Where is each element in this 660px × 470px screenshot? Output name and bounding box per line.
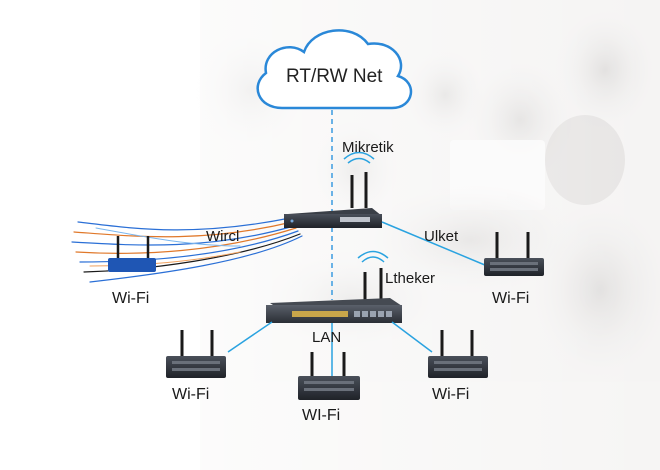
access-point-bottom-center <box>298 352 360 400</box>
access-point-bottom-right <box>428 330 488 378</box>
wifi-label-bottom-right: Wi-Fi <box>432 386 470 403</box>
lan-line-left <box>227 321 273 353</box>
switch-label: Ltheker <box>385 270 436 287</box>
uplink-line <box>381 221 493 269</box>
wifi-label-right: Wi-Fi <box>492 290 530 307</box>
lan-label: LAN <box>312 329 342 346</box>
access-point-bottom-left <box>166 330 226 378</box>
wifi-label-bottom-center: WI-Fi <box>302 407 341 424</box>
mikrotik-router <box>284 151 382 228</box>
cloud-label: RT/RW Net <box>286 66 383 87</box>
uplink-label: Ulket <box>424 228 459 245</box>
wifi-label-fiber: Wi-Fi <box>112 290 150 307</box>
wired-label: Wircl <box>206 228 240 245</box>
cloud-icon <box>256 29 413 110</box>
center-switch <box>266 250 402 323</box>
fiber-router <box>108 236 156 272</box>
access-point-right <box>484 232 544 276</box>
wifi-label-bottom-left: Wi-Fi <box>172 386 210 403</box>
fiber-bundle <box>71 217 303 283</box>
mikrotik-label: Mikretik <box>342 139 394 156</box>
lan-line-right <box>391 321 433 353</box>
